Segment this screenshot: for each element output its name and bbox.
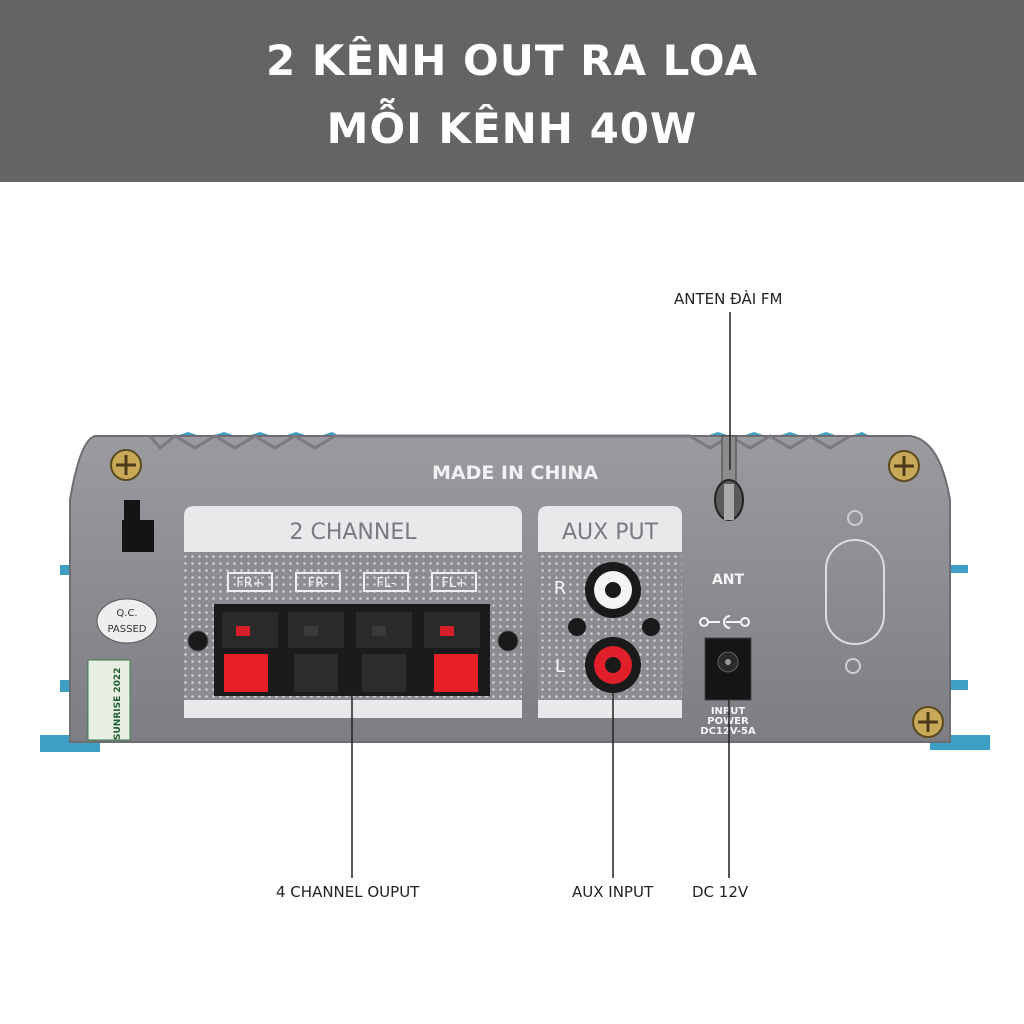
terminal-clip-fr-plus[interactable] <box>224 654 268 692</box>
oval-recess <box>825 539 885 645</box>
channel-output-callout: 4 CHANNEL OUPUT <box>276 883 420 901</box>
dc-power-jack[interactable] <box>704 637 752 701</box>
rca-label-r: R <box>554 578 567 599</box>
mount-hole <box>845 658 861 674</box>
qc-sticker <box>96 598 158 644</box>
dc-callout: DC 12V <box>692 883 749 901</box>
banner-title-line-1: 2 KÊNH OUT RA LOA <box>266 36 758 85</box>
power-label-line-2: POWER <box>707 716 749 727</box>
mount-hole <box>847 510 863 526</box>
ant-label: ANT <box>712 572 745 588</box>
rca-jack-left[interactable] <box>585 637 641 693</box>
terminal-label-fr-minus: FR- <box>308 576 329 591</box>
rca-jack-right[interactable] <box>585 562 641 618</box>
screw-icon <box>888 450 920 482</box>
terminal-label-fl-plus: FL+ <box>441 576 467 591</box>
power-label-line-1: INPUT <box>711 706 746 717</box>
aux-screw-icon <box>642 618 660 636</box>
screw-icon <box>110 449 142 481</box>
terminal-clip-fl-minus[interactable] <box>362 654 406 692</box>
qc-sticker-line-1: Q.C. <box>116 608 137 619</box>
antenna-connector-icon[interactable] <box>714 435 744 521</box>
terminal-label-fr-plus: FR+ <box>236 576 263 591</box>
banner-title-line-2: MỖI KÊNH 40W <box>326 104 698 153</box>
amplifier-photo: Q.C. PASSED SUNRISE 2022 MADE IN CHINA 2… <box>40 312 990 878</box>
aux-screw-icon <box>568 618 586 636</box>
qc-sticker-line-2: PASSED <box>108 624 147 635</box>
terminal-label-fl-minus: FL- <box>376 576 395 591</box>
antenna-callout: ANTEN ĐÀI FM <box>674 290 783 308</box>
power-label-line-3: DC12V-5A <box>700 726 756 737</box>
terminal-labels <box>227 572 477 592</box>
side-sticker <box>87 659 131 741</box>
screw-icon <box>912 706 944 738</box>
rca-label-l: L <box>555 656 565 677</box>
made-in-label: MADE IN CHINA <box>432 462 598 484</box>
title-banner: 2 KÊNH OUT RA LOA MỖI KÊNH 40W <box>0 0 1024 182</box>
aux-input-callout: AUX INPUT <box>572 883 654 901</box>
chassis-top-ridge <box>148 434 851 451</box>
aux-panel-title: AUX PUT <box>562 520 659 545</box>
terminal-clip-fl-plus[interactable] <box>434 654 478 692</box>
speaker-terminal-block[interactable] <box>187 604 519 696</box>
terminal-clip-fr-minus[interactable] <box>294 654 338 692</box>
side-sticker-text: SUNRISE 2022 <box>113 668 123 740</box>
power-switch-icon <box>122 500 154 552</box>
channel-panel-title: 2 CHANNEL <box>289 520 417 545</box>
dc-polarity-icon <box>699 615 750 629</box>
